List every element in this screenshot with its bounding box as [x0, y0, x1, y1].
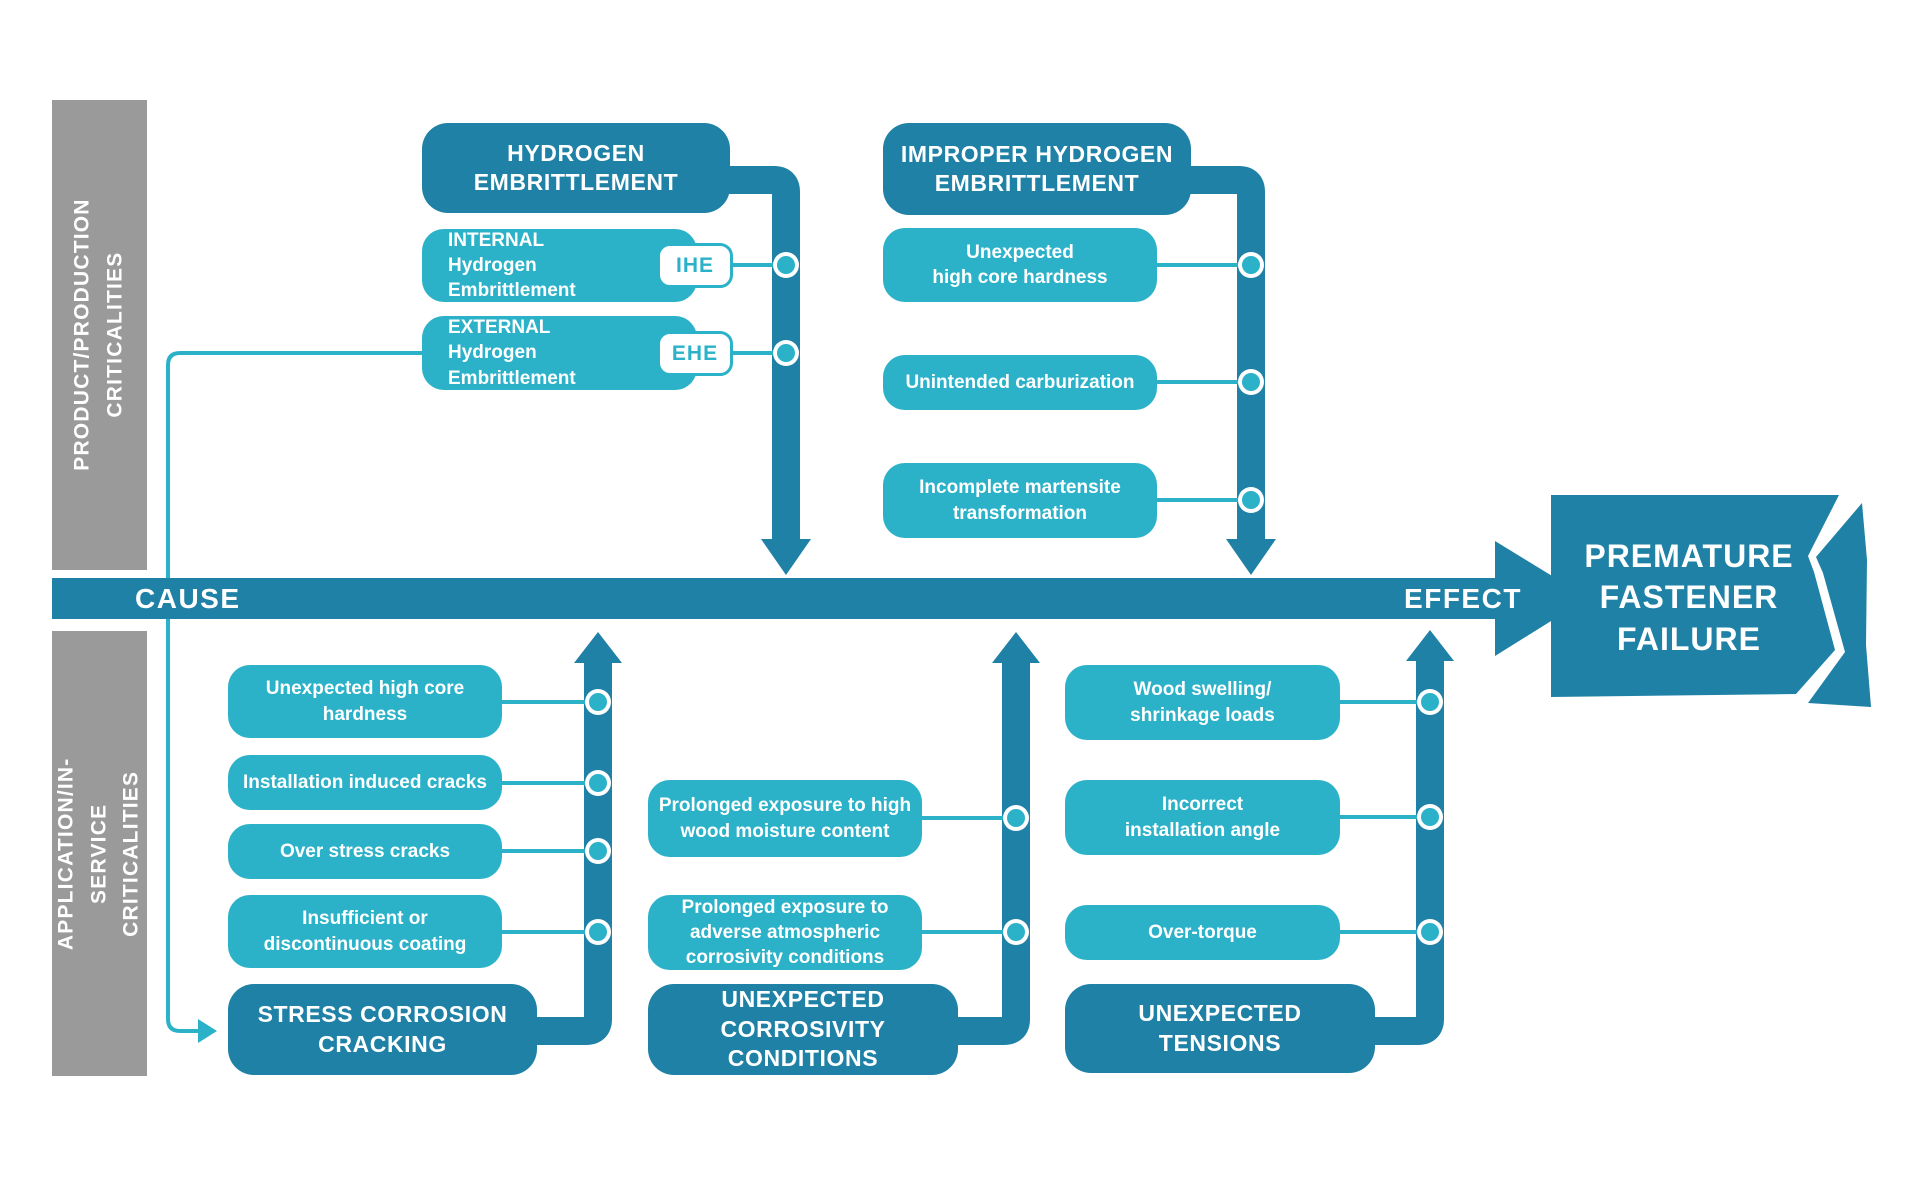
item-internal-hydrogen-embrittlement: INTERNAL Hydrogen Embrittlement	[422, 229, 697, 302]
item-unexpected-high-core-hardness-bottom: Unexpected high core hardness	[228, 665, 502, 738]
premature-fastener-failure-label: PREMATURE FASTENER FAILURE	[1584, 537, 1794, 657]
corrosivity-shaft	[954, 662, 1030, 1045]
hydrogen-down-arrowhead	[761, 539, 811, 575]
item-installation-induced-cracks: Installation induced cracks	[228, 755, 502, 810]
ehe-to-scc-line	[166, 351, 424, 1033]
group-header-hydrogen-embrittlement: HYDROGEN EMBRITTLEMENT	[422, 123, 730, 213]
sidebar-product-production-label: PRODUCT/PRODUCTION CRITICALITIES	[70, 198, 127, 472]
item-over-stress-cracks: Over stress cracks	[228, 824, 502, 879]
failure-plate-fragment	[1808, 503, 1871, 707]
effect-label: EFFECT	[1404, 582, 1522, 614]
group-header-stress-corrosion-cracking: STRESS CORROSION CRACKING	[228, 984, 537, 1075]
item-insufficient-discontinuous-coating: Insufficient or discontinuous coating	[228, 895, 502, 968]
tensions-up-arrowhead	[1406, 630, 1454, 661]
cause-label: CAUSE	[135, 582, 241, 614]
improper-he-down-arrowhead	[1226, 539, 1276, 575]
corrosivity-up-arrowhead	[992, 632, 1040, 663]
item-unexpected-high-core-hardness-top: Unexpected high core hardness	[883, 228, 1157, 302]
improper-he-shaft	[1186, 166, 1265, 540]
item-incomplete-martensite-transformation: Incomplete martensite transformation	[883, 463, 1157, 538]
scc-up-arrowhead	[574, 632, 622, 663]
group-header-unexpected-tensions: UNEXPECTED TENSIONS	[1065, 984, 1375, 1073]
sidebar-application-in-service-label: APPLICATION/IN-SERVICE CRITICALITIES	[54, 757, 143, 950]
ehe-to-scc-arrowhead	[198, 1019, 217, 1043]
item-incorrect-installation-angle: Incorrect installation angle	[1065, 780, 1340, 855]
badge-ihe: IHE	[657, 243, 733, 288]
group-header-unexpected-corrosivity-conditions: UNEXPECTED CORROSIVITY CONDITIONS	[648, 984, 958, 1075]
connector-dots	[585, 252, 1443, 945]
item-prolonged-exposure-adverse-atmospheric: Prolonged exposure to adverse atmospheri…	[648, 895, 922, 970]
item-wood-swelling-shrinkage-loads: Wood swelling/ shrinkage loads	[1065, 665, 1340, 740]
effect-arrowhead	[1495, 541, 1588, 656]
tensions-shaft	[1371, 660, 1444, 1045]
item-unintended-carburization: Unintended carburization	[883, 355, 1157, 410]
item-over-torque: Over-torque	[1065, 905, 1340, 960]
effect-label-wrap: EFFECT	[1403, 578, 1523, 619]
group-header-improper-hydrogen-embrittlement: IMPROPER HYDROGEN EMBRITTLEMENT	[883, 123, 1191, 215]
cause-effect-band: CAUSE	[52, 578, 1495, 619]
sidebar-application-in-service: APPLICATION/IN-SERVICE CRITICALITIES	[52, 631, 147, 1076]
sidebar-product-production: PRODUCT/PRODUCTION CRITICALITIES	[52, 100, 147, 570]
failure-plate-main	[1551, 495, 1839, 697]
hydrogen-shaft	[728, 166, 800, 540]
item-external-hydrogen-embrittlement: EXTERNAL Hydrogen Embrittlement	[422, 316, 697, 390]
badge-ehe: EHE	[657, 331, 733, 376]
scc-shaft	[533, 662, 612, 1045]
item-prolonged-exposure-high-wood-moisture: Prolonged exposure to high wood moisture…	[648, 780, 922, 857]
